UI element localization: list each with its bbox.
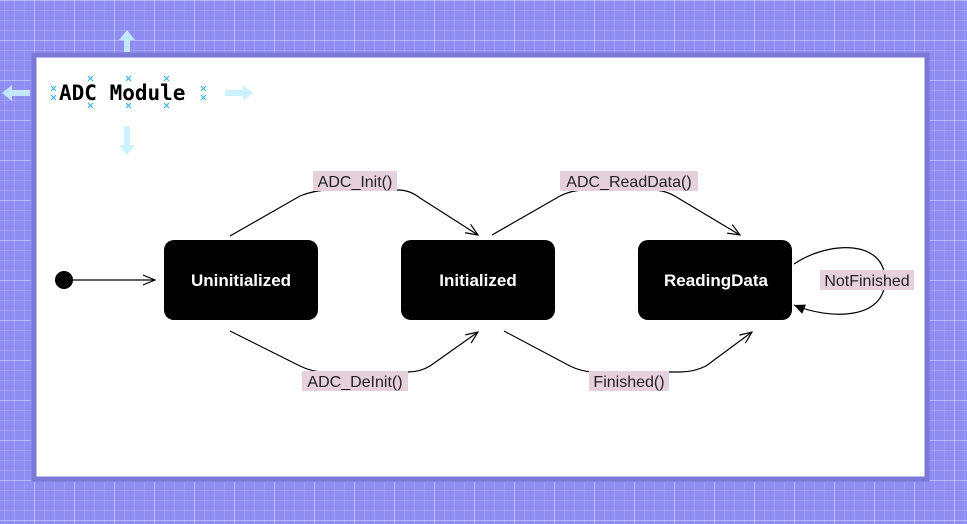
resize-handle-icons[interactable] <box>50 75 207 109</box>
label-deinit-text: ADC_DeInit() <box>307 374 402 391</box>
label-init-text: ADC_Init() <box>318 174 393 191</box>
move-left-handle-icon[interactable] <box>2 85 30 101</box>
move-down-handle-icon[interactable] <box>119 126 135 155</box>
state-reading-data[interactable]: ReadingData <box>638 240 792 320</box>
diagram-title[interactable]: ADC Module <box>59 81 185 105</box>
move-right-handle-icon[interactable] <box>225 85 253 101</box>
label-not-finished[interactable]: NotFinished <box>820 270 914 290</box>
label-init[interactable]: ADC_Init() <box>313 171 397 191</box>
move-up-handle-icon[interactable] <box>119 30 135 52</box>
state-label-uninitialized: Uninitialized <box>191 271 291 290</box>
label-finished-text: Finished() <box>593 374 664 391</box>
state-initialized[interactable]: Initialized <box>401 240 555 320</box>
label-not-finished-text: NotFinished <box>824 273 909 290</box>
label-read-text: ADC_ReadData() <box>566 174 691 191</box>
state-label-reading-data: ReadingData <box>664 271 768 290</box>
selection-handles[interactable] <box>2 30 253 155</box>
label-deinit[interactable]: ADC_DeInit() <box>302 371 408 391</box>
state-uninitialized[interactable]: Uninitialized <box>164 240 318 320</box>
initial-state-dot[interactable] <box>55 271 73 289</box>
state-label-initialized: Initialized <box>439 271 516 290</box>
label-finished[interactable]: Finished() <box>589 371 669 391</box>
label-read[interactable]: ADC_ReadData() <box>560 171 698 191</box>
